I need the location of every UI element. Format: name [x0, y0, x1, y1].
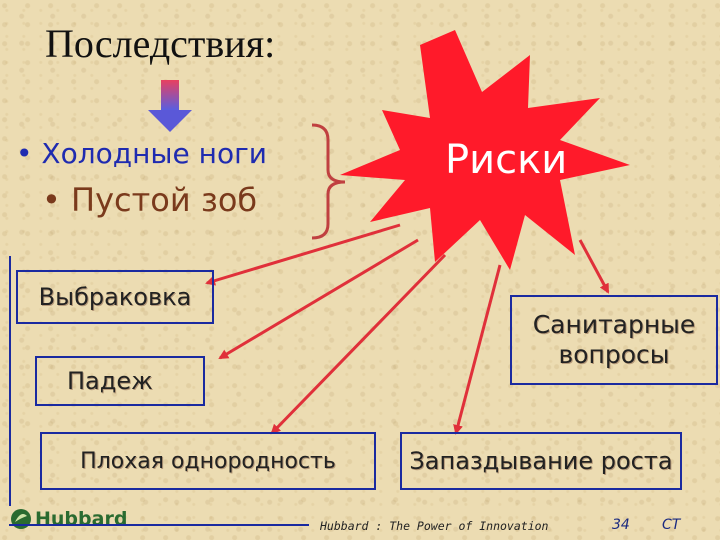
- down-arrow-icon: [148, 80, 192, 132]
- bracket-icon: [311, 123, 346, 240]
- consequence-sanitary: Санитарные вопросы: [510, 295, 718, 385]
- risks-label: Риски: [445, 137, 568, 183]
- cause-empty-crop: • Пустой зоб: [42, 181, 258, 219]
- consequence-culling: Выбраковка: [16, 270, 214, 324]
- left-divider: [9, 256, 11, 506]
- consequence-poor-uniformity: Плохая однородность: [40, 432, 376, 490]
- page-number: 34: [612, 517, 630, 533]
- consequence-mortality: Падеж: [35, 356, 205, 406]
- hubbard-leaf-icon: [11, 509, 31, 529]
- author-initials: CT: [662, 517, 681, 533]
- page-title: Последствия:: [45, 21, 276, 66]
- consequence-sanitary-text: Санитарные вопросы: [532, 310, 696, 369]
- cause-cold-feet: • Холодные ноги: [16, 137, 268, 170]
- logo-text: Hubbard: [35, 508, 128, 530]
- hubbard-logo: Hubbard: [10, 508, 127, 530]
- starburst-icon: [340, 30, 630, 270]
- consequence-culling-text: Выбраковка: [38, 283, 192, 311]
- footer-tagline: Hubbard : The Power of Innovation: [320, 519, 549, 533]
- consequence-poor-uniformity-text: Плохая однородность: [80, 448, 336, 474]
- consequence-growth-delay-text: Запаздывание роста: [409, 447, 673, 475]
- consequence-growth-delay: Запаздывание роста: [400, 432, 682, 490]
- consequence-mortality-text: Падеж: [67, 367, 153, 395]
- bottom-divider: [9, 524, 309, 526]
- arrow-lines: [205, 223, 610, 435]
